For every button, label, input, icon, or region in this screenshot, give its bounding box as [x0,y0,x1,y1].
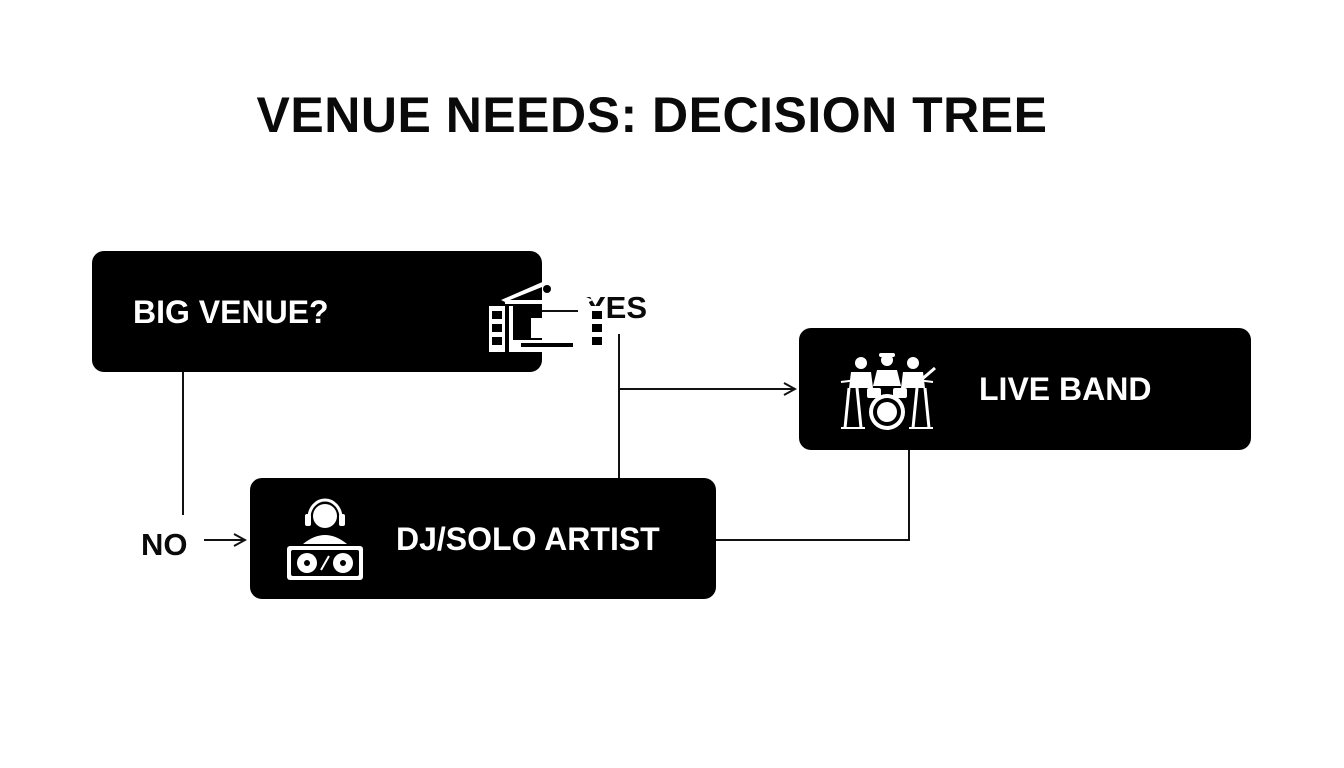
dj-solo-label: DJ/SOLO ARTIST [396,521,660,557]
big-venue-label: BIG VENUE? [133,294,329,330]
dj-to-live-band-line [716,450,910,541]
diagram-title: VENUE NEEDS: DECISION TREE [256,87,1048,143]
live-band-node: LIVE BAND [799,328,1251,450]
dj-headphones-icon [287,498,363,580]
dj-solo-node: DJ/SOLO ARTIST [250,478,716,599]
big-venue-node: BIG VENUE? [92,251,605,372]
live-band-label: LIVE BAND [979,371,1152,407]
no-label: NO [141,527,188,562]
band-drummer-icon [840,353,936,430]
venue-stage-icon [489,280,605,352]
